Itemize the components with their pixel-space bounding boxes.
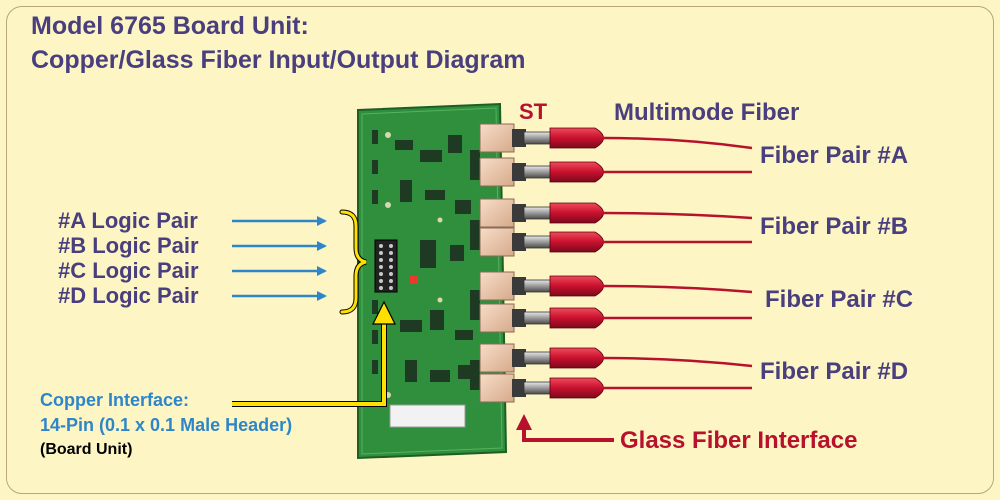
brace-icon bbox=[340, 210, 367, 314]
glass-arrowhead-icon bbox=[516, 414, 532, 430]
logic-pair-b-label: #B Logic Pair bbox=[58, 233, 199, 258]
fiber-cable bbox=[603, 136, 753, 150]
logic-pair-d-label: #D Logic Pair bbox=[58, 283, 199, 308]
st-receptacle bbox=[479, 303, 515, 333]
st-receptacle bbox=[479, 198, 515, 228]
copper-interface-note: (Board Unit) bbox=[40, 441, 133, 458]
fiber-cable bbox=[603, 284, 753, 294]
fiber-pair-c-label: Fiber Pair #C bbox=[765, 286, 914, 313]
board-components bbox=[372, 130, 480, 390]
glass-pointer bbox=[516, 414, 614, 442]
st-nut bbox=[512, 163, 526, 181]
st-receptacle bbox=[479, 343, 515, 373]
st-ferrule bbox=[523, 165, 553, 179]
fiber-pair-a-label: Fiber Pair #A bbox=[760, 142, 909, 169]
circuit-board bbox=[357, 102, 508, 460]
diagram-frame bbox=[6, 6, 994, 494]
glass-fiber-interface-label: Glass Fiber Interface bbox=[620, 427, 858, 454]
logic-pair-a-label: #A Logic Pair bbox=[58, 208, 198, 233]
copper-interface-spec: 14-Pin (0.1 x 0.1 Male Header) bbox=[40, 415, 293, 435]
st-nut bbox=[512, 277, 526, 295]
fiber-connector-7 bbox=[479, 343, 753, 373]
st-nut bbox=[512, 309, 526, 327]
led-indicator bbox=[410, 276, 418, 284]
st-nut bbox=[512, 233, 526, 251]
fiber-connector-2 bbox=[479, 157, 752, 187]
fiber-connector-8 bbox=[479, 373, 752, 403]
board-label-sticker bbox=[389, 404, 466, 428]
fiber-connector-4 bbox=[479, 227, 752, 257]
fiber-cable bbox=[603, 356, 753, 368]
st-receptacle bbox=[479, 123, 515, 153]
fiber-plug bbox=[549, 161, 604, 183]
fiber-pair-d-label: Fiber Pair #D bbox=[760, 358, 909, 385]
st-receptacle bbox=[479, 227, 515, 257]
fiber-plug bbox=[549, 347, 604, 369]
st-ferrule bbox=[523, 279, 553, 293]
st-ferrule bbox=[523, 351, 553, 365]
st-ferrule bbox=[523, 311, 553, 325]
st-ferrule bbox=[523, 206, 553, 220]
logic-pair-c-label: #C Logic Pair bbox=[58, 258, 199, 283]
fiber-pair-b-label: Fiber Pair #B bbox=[760, 213, 909, 240]
st-ferrule bbox=[523, 131, 553, 145]
fiber-connectors bbox=[479, 123, 753, 403]
st-receptacle bbox=[479, 373, 515, 403]
fiber-plug bbox=[549, 307, 604, 329]
fiber-plug bbox=[549, 377, 604, 399]
copper-arrowhead-icon bbox=[372, 300, 396, 325]
logic-arrows bbox=[232, 216, 327, 301]
connector-type-label: ST bbox=[519, 99, 548, 124]
st-ferrule bbox=[523, 235, 553, 249]
st-nut bbox=[512, 379, 526, 397]
fiber-plug bbox=[549, 231, 604, 253]
fiber-connector-3 bbox=[479, 198, 753, 228]
fiber-connector-6 bbox=[479, 303, 752, 333]
copper-interface-title: Copper Interface: bbox=[40, 390, 190, 410]
fiber-plug bbox=[549, 275, 604, 297]
fiber-cable bbox=[603, 211, 753, 220]
st-receptacle bbox=[479, 157, 515, 187]
title-line-2: Copper/Glass Fiber Input/Output Diagram bbox=[31, 46, 526, 74]
st-nut bbox=[512, 204, 526, 222]
fiber-type-label: Multimode Fiber bbox=[614, 99, 800, 126]
st-ferrule bbox=[523, 381, 553, 395]
st-nut bbox=[512, 349, 526, 367]
st-nut bbox=[512, 129, 526, 147]
title-line-1: Model 6765 Board Unit: bbox=[31, 12, 309, 40]
fiber-plug bbox=[549, 202, 604, 224]
fiber-connector-5 bbox=[479, 271, 753, 301]
copper-pointer bbox=[232, 300, 396, 407]
fiber-connector-1 bbox=[479, 123, 753, 153]
fiber-plug bbox=[549, 127, 604, 149]
pin-header bbox=[374, 239, 398, 293]
st-receptacle bbox=[479, 271, 515, 301]
